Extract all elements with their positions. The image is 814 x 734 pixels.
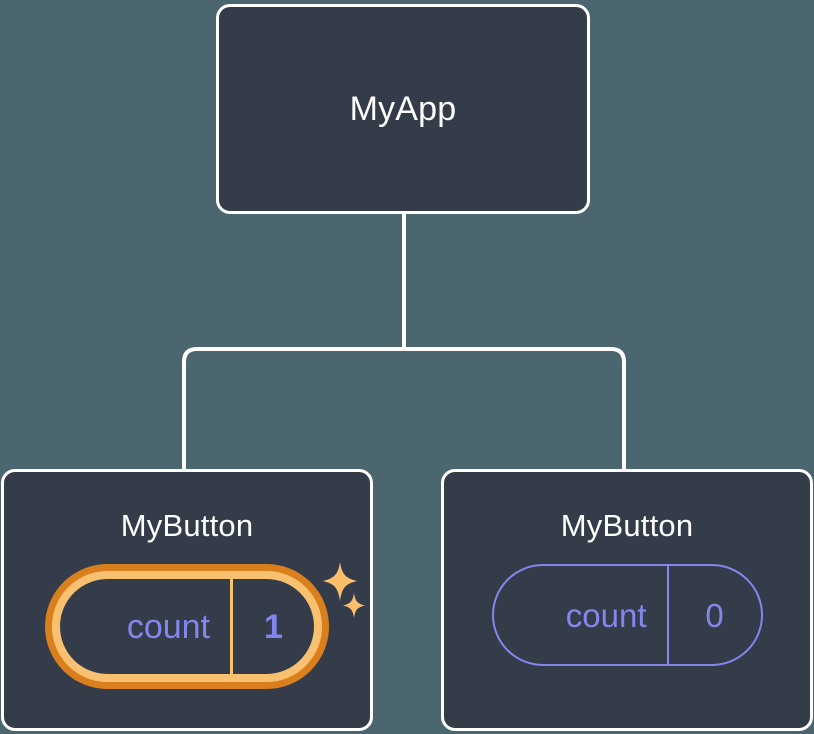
state-pill-highlighted[interactable]: count 1: [45, 564, 329, 689]
state-pill-plain[interactable]: count 0: [491, 564, 763, 666]
node-mybutton-left-label: MyButton: [120, 508, 254, 543]
state-pill-wrap-right: count 0: [444, 564, 810, 666]
state-pill-wrap-left: count 1: [4, 564, 370, 689]
state-pill-inner: count 1: [52, 571, 322, 682]
node-myapp-label: MyApp: [349, 90, 457, 128]
state-value-right: 0: [705, 596, 724, 634]
node-mybutton-right-label: MyButton: [560, 508, 694, 543]
node-mybutton-left[interactable]: MyButton count 1: [1, 469, 373, 731]
state-pill-divider-left: [230, 579, 233, 674]
state-key-right: count: [565, 596, 647, 634]
state-key-left: count: [126, 607, 210, 646]
connector-bus: [182, 347, 626, 470]
node-myapp[interactable]: MyApp: [216, 4, 590, 214]
state-pill-divider-right: [666, 566, 669, 664]
state-value-left: 1: [264, 607, 283, 646]
node-mybutton-right[interactable]: MyButton count 0: [441, 469, 813, 731]
